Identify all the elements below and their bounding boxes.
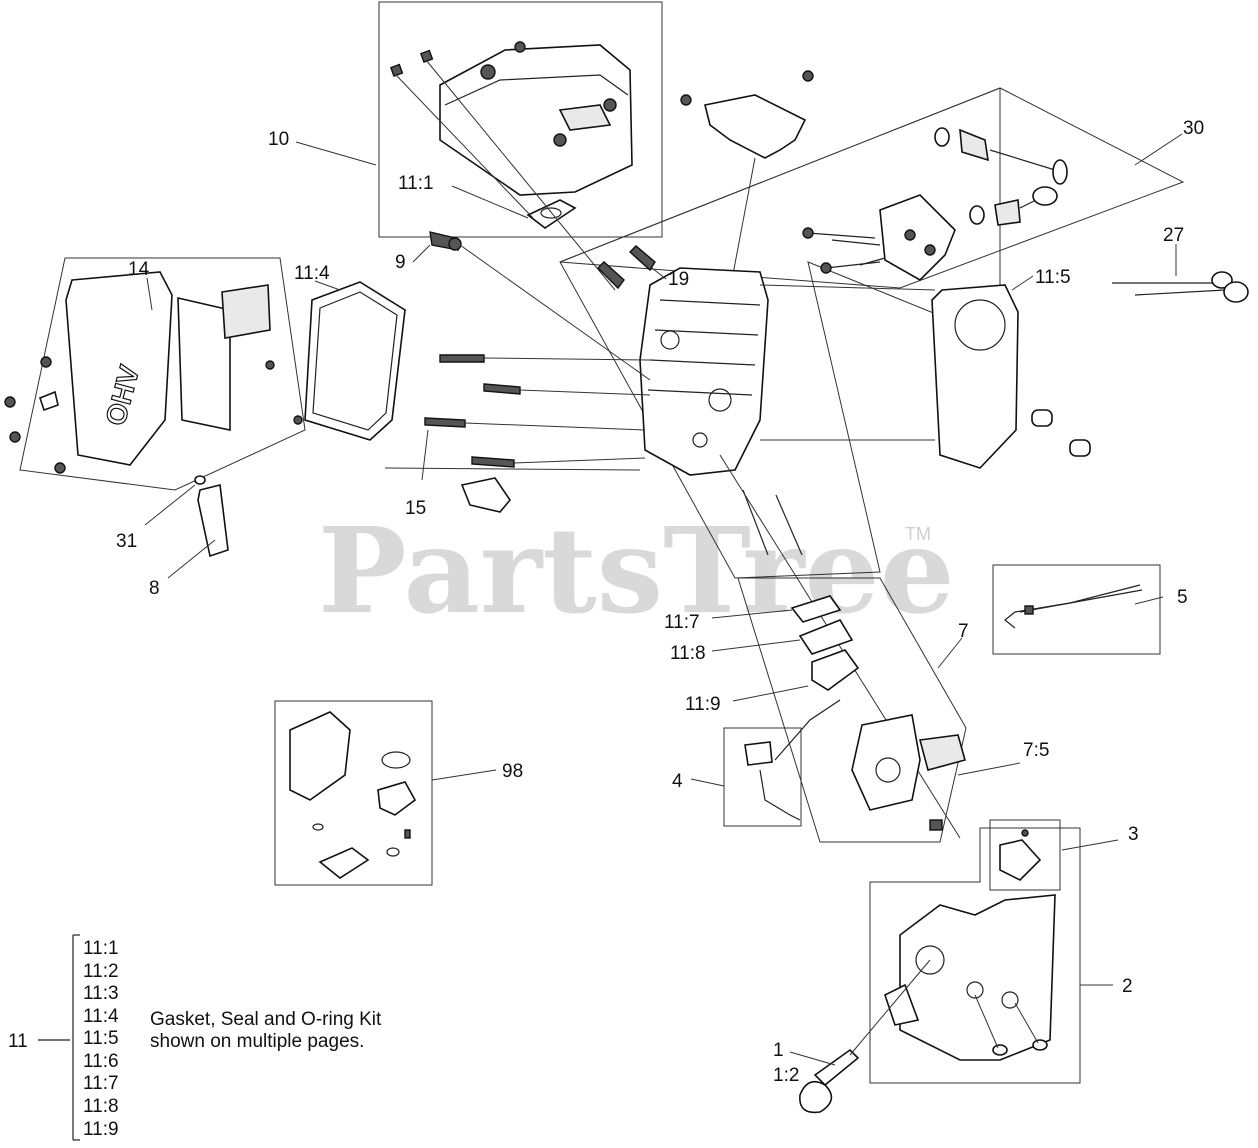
callout-5: 5 (1177, 587, 1188, 608)
gasket-11-1-part (526, 199, 577, 229)
legend-note-line1: Gasket, Seal and O-ring Kit (150, 1009, 382, 1030)
callout-98: 98 (502, 761, 523, 782)
gasket-11-7-part (790, 595, 842, 623)
legend-item-11-2: 11:2 (83, 961, 119, 982)
air-guide-2-part (884, 894, 1056, 1061)
shroud-top-part (680, 70, 814, 291)
frame-carburetor-group (737, 577, 967, 843)
legend-note-line2: shown on multiple pages. (150, 1031, 364, 1052)
legend-item-11-9: 11:9 (83, 1119, 119, 1140)
dowel-19-part (597, 245, 656, 290)
callout-10: 10 (268, 129, 289, 150)
rocker-cover-14-part: OHV (4, 271, 303, 474)
lifter-plate-part (460, 477, 512, 513)
legend-item-11-5: 11:5 (83, 1028, 119, 1049)
gasket-11-4-part (304, 281, 406, 441)
watermark-text: PartsTree (318, 501, 955, 640)
head-bolts-part (424, 354, 651, 468)
push-rods-part (1112, 271, 1249, 303)
callout-15: 15 (405, 498, 426, 519)
callout-11-4: 11:4 (294, 263, 330, 284)
breather-tube-8-part (194, 475, 229, 558)
callout-9: 9 (395, 252, 406, 273)
legend-parent: 11 (8, 1031, 28, 1052)
callout-19: 19 (668, 269, 689, 290)
legend-item-11-3: 11:3 (83, 983, 119, 1004)
head-gasket-11-5-part (931, 284, 1091, 469)
callout-11-9: 11:9 (685, 694, 721, 715)
callout-2: 2 (1122, 976, 1133, 997)
valve-cover-part (389, 41, 633, 196)
frame-head-group (559, 87, 1001, 579)
legend-item-11-7: 11:7 (83, 1073, 119, 1094)
callout-31: 31 (116, 531, 137, 552)
callout-7: 7 (958, 621, 969, 642)
callout-8: 8 (149, 578, 160, 599)
callout-27: 27 (1163, 225, 1184, 246)
gasket-11-9-part (811, 649, 860, 691)
frame-air-guide-group (869, 827, 1081, 1084)
kit-98-parts (289, 711, 417, 879)
callout-11-5: 11:5 (1035, 267, 1071, 288)
frame-part-3 (989, 819, 1061, 891)
callout-30: 30 (1183, 118, 1204, 139)
dipstick-1-part (799, 959, 931, 1114)
sensor-4-part (744, 699, 841, 821)
callout-11-7: 11:7 (664, 612, 700, 633)
callout-4: 4 (672, 771, 683, 792)
callout-3: 3 (1128, 824, 1139, 845)
legend-item-11-4: 11:4 (83, 1006, 119, 1027)
callout-11-8: 11:8 (670, 643, 706, 664)
governor-linkage-5-part (1004, 584, 1143, 629)
frame-breather-group (19, 257, 306, 491)
head-studs-part (719, 454, 961, 839)
frame-kit-98 (274, 700, 433, 886)
part-3 (999, 829, 1042, 881)
rocker-arm-part (802, 194, 956, 281)
legend-item-11-6: 11:6 (83, 1051, 119, 1072)
callout-14: 14 (128, 259, 150, 280)
frame-linkage-group (992, 564, 1161, 655)
valve-springs-part (934, 127, 1068, 226)
callout-1: 1 (773, 1040, 784, 1061)
callout-1-2: 1:2 (773, 1065, 799, 1086)
callout-7-5: 7:5 (1023, 740, 1049, 761)
spark-plug-9-part (429, 231, 651, 381)
legend-item-11-1: 11:1 (83, 938, 119, 959)
legend-item-11-8: 11:8 (83, 1096, 119, 1117)
frame-valve-cover-group (378, 1, 663, 238)
callout-11-1: 11:1 (398, 173, 434, 194)
kit-legend: 11 11:1 11:2 11:3 11:4 11:5 11:6 11:7 11… (8, 934, 382, 1141)
insulator-11-8-part (798, 619, 854, 655)
frame-sensor-4 (723, 727, 802, 827)
frame-valve-group (559, 87, 1185, 289)
watermark-trademark: TM (905, 524, 931, 544)
cylinder-head-part (639, 267, 769, 476)
carburetor-7-part (851, 714, 966, 831)
